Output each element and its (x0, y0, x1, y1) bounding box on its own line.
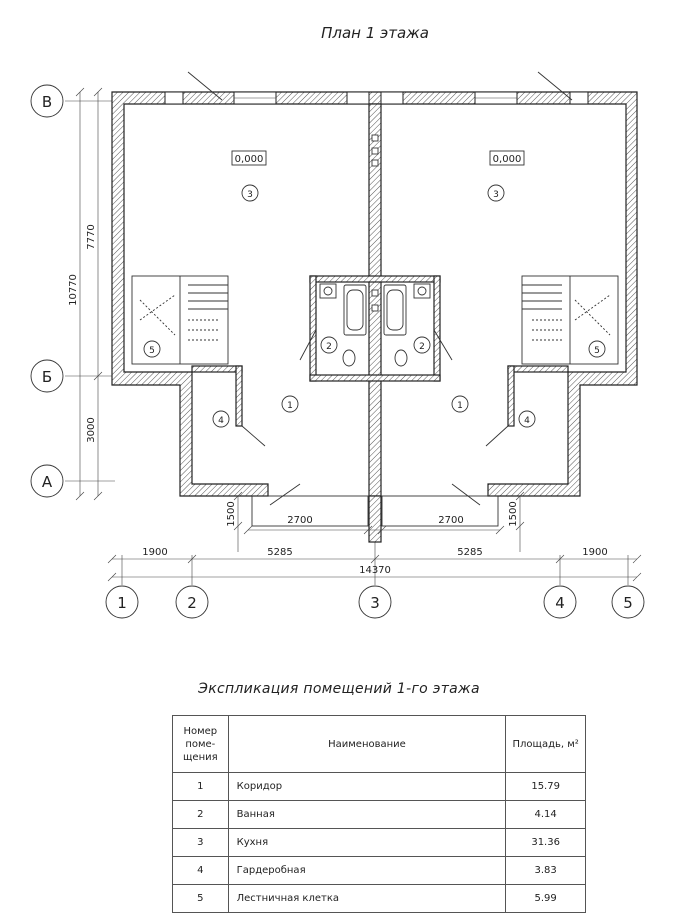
room-tag-text: 2 (326, 342, 332, 352)
explication-table: Номер поме-щения Наименование Площадь, м… (172, 715, 586, 913)
level-mark-left-text: 0,000 (235, 154, 264, 165)
cell-name: Ванная (227, 800, 507, 829)
room-tag-text: 3 (493, 190, 499, 200)
exterior-walls (111, 91, 638, 497)
dim-1900-right: 1900 (582, 547, 607, 558)
col-header-name: Наименование (227, 715, 507, 773)
cell-number: 4 (172, 856, 229, 885)
room-tag-text: 4 (524, 416, 530, 426)
axis-bubble-5: 5 (611, 585, 645, 619)
axis-bubble-4: 4 (543, 585, 577, 619)
cell-number: 2 (172, 800, 229, 829)
axis-label-v: В (42, 93, 52, 111)
table-row: 4 Гардеробная 3.83 (172, 856, 586, 885)
axis-label-3: 3 (370, 594, 380, 612)
axis-bubble-v: В (30, 84, 64, 118)
level-mark-right: 0,000 (489, 150, 525, 166)
cell-name: Лестничная клетка (227, 884, 507, 913)
room-tag-text: 1 (287, 401, 293, 411)
axis-grid (65, 100, 629, 585)
col-header-area: Площадь, м² (505, 715, 586, 773)
room-tag-text: 5 (594, 346, 600, 356)
room-tag-text: 3 (247, 190, 253, 200)
cell-area: 5.99 (505, 884, 586, 913)
dim-3000: 3000 (86, 417, 97, 442)
stair-left (131, 275, 229, 365)
entrance-pier (368, 495, 382, 543)
table-row: 2 Ванная 4.14 (172, 800, 586, 829)
dim-1500-left: 1500 (226, 501, 237, 526)
room-tag-4-left: 4 (212, 410, 230, 428)
cell-area: 31.36 (505, 828, 586, 857)
dim-14370: 14370 (359, 565, 391, 576)
dim-2700-left: 2700 (287, 515, 312, 526)
room-tag-text: 5 (149, 346, 155, 356)
col-header-number: Номер поме-щения (172, 715, 229, 773)
room-tag-5-right: 5 (588, 340, 606, 358)
cell-number: 3 (172, 828, 229, 857)
cell-area: 3.83 (505, 856, 586, 885)
axis-label-5: 5 (623, 594, 633, 612)
table-row: 5 Лестничная клетка 5.99 (172, 884, 586, 913)
room-tag-text: 1 (457, 401, 463, 411)
dim-5285-left: 5285 (267, 547, 292, 558)
axis-bubble-b: Б (30, 359, 64, 393)
dim-1900-left: 1900 (142, 547, 167, 558)
stair-right (521, 275, 619, 365)
horizontal-dimensions (107, 525, 642, 582)
level-mark-right-text: 0,000 (493, 154, 522, 165)
axis-label-1: 1 (117, 594, 127, 612)
axis-bubble-3: 3 (358, 585, 392, 619)
table-header-row: Номер поме-щения Наименование Площадь, м… (172, 715, 586, 773)
door-swings (241, 425, 509, 506)
cell-number: 1 (172, 772, 229, 801)
dim-7770: 7770 (86, 224, 97, 249)
bathroom-fixtures (299, 283, 453, 367)
room-tag-1-left: 1 (281, 395, 299, 413)
porches (251, 495, 499, 527)
vertical-dimensions (75, 87, 525, 552)
axis-label-a: А (42, 473, 53, 491)
level-mark-left: 0,000 (231, 150, 267, 166)
explication-title: Экспликация помещений 1-го этажа (198, 681, 480, 697)
plan-title: План 1 этажа (321, 24, 429, 42)
cell-area: 15.79 (505, 772, 586, 801)
cell-name: Коридор (227, 772, 507, 801)
cell-number: 5 (172, 884, 229, 913)
wardrobe-walls (191, 365, 569, 427)
room-tag-2-left: 2 (320, 336, 338, 354)
table-row: 1 Коридор 15.79 (172, 772, 586, 801)
floor-plan-drawing: План 1 этажа В Б А 1 2 3 4 (30, 24, 645, 619)
dim-5285-right: 5285 (457, 547, 482, 558)
cell-name: Кухня (227, 828, 507, 857)
cell-name: Гардеробная (227, 856, 507, 885)
room-tag-2-right: 2 (413, 336, 431, 354)
axis-bubble-2: 2 (175, 585, 209, 619)
dim-1500-right: 1500 (508, 501, 519, 526)
axis-bubble-1: 1 (105, 585, 139, 619)
dim-2700-right: 2700 (438, 515, 463, 526)
room-tag-text: 2 (419, 342, 425, 352)
room-tag-5-left: 5 (143, 340, 161, 358)
room-tag-1-right: 1 (451, 395, 469, 413)
room-tag-3-right: 3 (487, 184, 505, 202)
axis-label-b: Б (42, 368, 52, 386)
axis-bubble-a: А (30, 464, 64, 498)
dim-10770: 10770 (68, 274, 79, 306)
room-tag-3-left: 3 (241, 184, 259, 202)
room-tag-4-right: 4 (518, 410, 536, 428)
room-tag-text: 4 (218, 416, 224, 426)
vent-marks (371, 134, 379, 312)
table-row: 3 Кухня 31.36 (172, 828, 586, 857)
bathroom-walls (309, 275, 441, 382)
axis-label-4: 4 (555, 594, 565, 612)
axis-label-2: 2 (187, 594, 197, 612)
windows-top (164, 71, 589, 105)
cell-area: 4.14 (505, 800, 586, 829)
